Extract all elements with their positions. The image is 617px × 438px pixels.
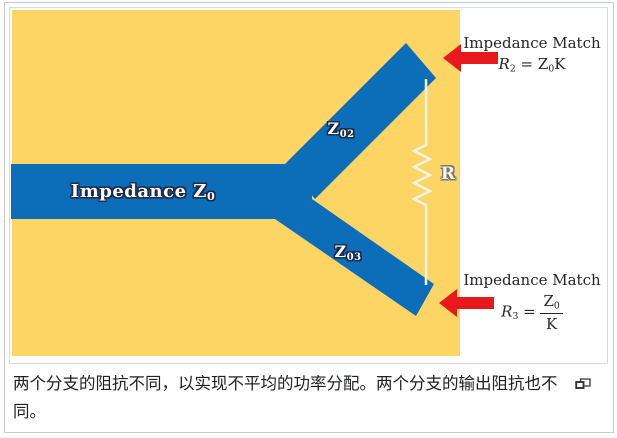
power-divider-diagram	[11, 10, 498, 356]
branch-bottom-line	[275, 199, 434, 316]
branch-bottom-label: Z03	[334, 242, 362, 263]
red-arrow-top-icon	[443, 44, 498, 72]
branch-top-line	[285, 43, 436, 199]
caption-text: 两个分支的阻抗不同，以实现不平均的功率分配。两个分支的输出阻抗也不同。	[13, 375, 558, 421]
figure-thumbnail: Impedance Z0 Z02 Z03 R Impedance Match R…	[4, 2, 614, 433]
resistor-zigzag	[411, 79, 433, 285]
impedance-match-bottom-title: Impedance Match	[463, 271, 601, 289]
main-impedance-label: Impedance Z0	[70, 181, 216, 204]
impedance-match-top-formula: R2 = Z0K	[498, 55, 566, 75]
impedance-match-top-annotation: Impedance Match R2 = Z0K	[454, 34, 607, 75]
expand-icon[interactable]	[575, 372, 591, 400]
impedance-match-top-title: Impedance Match	[463, 34, 601, 52]
diagram-image[interactable]: Impedance Z0 Z02 Z03 R Impedance Match R…	[9, 7, 608, 364]
red-arrow-bottom-icon	[439, 289, 494, 317]
resistor-label: R	[440, 164, 456, 184]
branch-top-label: Z02	[327, 119, 355, 140]
figure-caption: 两个分支的阻抗不同，以实现不平均的功率分配。两个分支的输出阻抗也不同。	[9, 364, 609, 430]
main-transmission-line	[11, 164, 312, 219]
